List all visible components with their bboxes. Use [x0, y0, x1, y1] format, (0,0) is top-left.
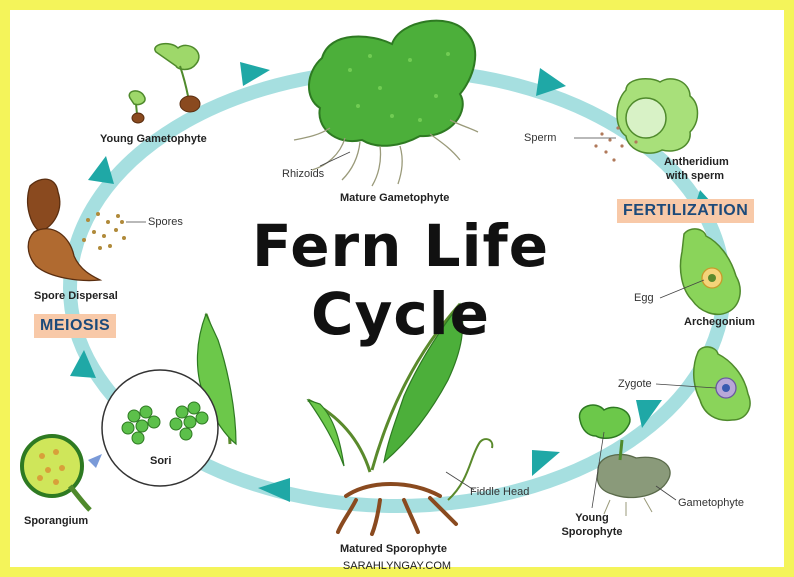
- arrow-2-icon: [536, 68, 566, 96]
- antheridium-illustration: [574, 77, 699, 162]
- archegonium-illustration: [659, 228, 741, 316]
- label-antheridium: Antheridium: [664, 156, 729, 168]
- label-zygote: Zygote: [618, 378, 652, 390]
- arrow-5-icon: [532, 450, 560, 476]
- label-young-sporophyte-line2: Sporophyte: [561, 526, 623, 538]
- sporangium-illustration: [20, 434, 102, 512]
- label-archegonium: Archegonium: [684, 316, 755, 328]
- arrow-8-icon: [88, 156, 114, 184]
- label-egg: Egg: [634, 292, 654, 304]
- mature-gametophyte-illustration: [293, 19, 479, 187]
- label-antheridium-line2: with sperm: [666, 170, 725, 182]
- page-title: Fern Life Cycle: [251, 212, 550, 348]
- arrow-7-icon: [70, 350, 96, 378]
- zygote-illustration: [655, 346, 751, 422]
- label-sporangium: Sporangium: [24, 515, 89, 527]
- label-young-sporophyte: Young: [575, 512, 609, 524]
- label-sori: Sori: [150, 455, 172, 467]
- label-sperm: Sperm: [524, 132, 557, 144]
- arrow-4-icon: [636, 400, 662, 428]
- arrow-1-icon: [240, 62, 270, 86]
- footer-credit: SARAHLYNGAY.COM: [342, 560, 452, 572]
- label-fiddle-head: Fiddle Head: [470, 486, 530, 498]
- young-gametophyte-illustration: [128, 42, 201, 124]
- rhizoids-pointer: [319, 151, 351, 167]
- label-spores: Spores: [148, 216, 183, 228]
- arrow-6-icon: [258, 478, 290, 502]
- label-spore-dispersal: Spore Dispersal: [34, 290, 118, 302]
- fertilization-stage-label: FERTILIZATION: [617, 199, 755, 223]
- cycle-arrows: [70, 62, 722, 502]
- label-matured-sporophyte: Matured Sporophyte: [340, 543, 447, 555]
- young-sporophyte-illustration: [578, 404, 677, 516]
- label-rhizoids: Rhizoids: [282, 168, 325, 180]
- matured-sporophyte-illustration: [196, 302, 494, 536]
- sori-illustration: [101, 369, 219, 487]
- label-gametophyte: Gametophyte: [678, 497, 745, 509]
- label-mature-gametophyte: Mature Gametophyte: [340, 192, 450, 204]
- meiosis-stage-label: MEIOSIS: [34, 314, 117, 338]
- pointer-icon: [88, 454, 102, 468]
- spore-dispersal-illustration: [26, 178, 146, 282]
- label-young-gametophyte: Young Gametophyte: [100, 133, 207, 145]
